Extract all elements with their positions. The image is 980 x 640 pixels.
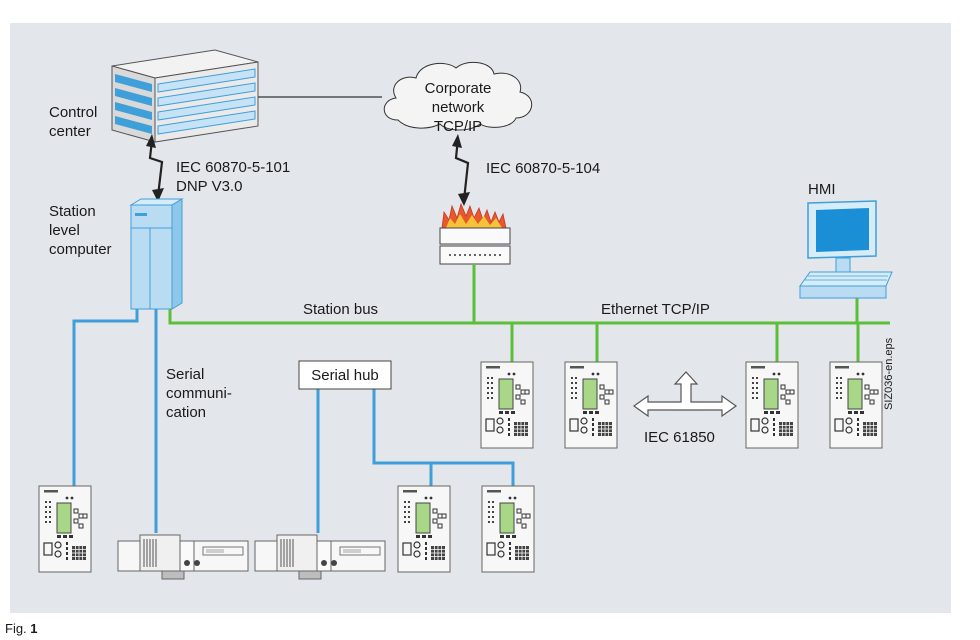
figure-caption-number: 1 [30,621,38,636]
station-bus-label: Station bus [303,301,379,318]
keyboard-icon [799,271,893,299]
iec-104-label: IEC 60870-5-104 [486,160,601,177]
corporate-network-label: Corporate network TCP/IP [424,80,492,135]
comm-link-left [146,134,164,202]
building-icon [111,49,259,143]
comm-link-right [452,134,470,206]
serial-communication-label: Serial communi- cation [166,366,232,421]
computer-tower-icon [129,198,184,310]
iec-61850-label: IEC 61850 [644,429,715,446]
station-bus [168,264,890,362]
hmi-label: HMI [808,181,836,198]
side-code-label: SIZ036-en.eps [883,337,895,410]
serial-lines [72,309,515,533]
figure-caption-prefix: Fig. [5,621,27,636]
station-level-computer-label: Station level computer [49,203,112,258]
serial-hub-label: Serial hub [311,367,379,384]
double-arrow-icon [632,371,738,418]
iec-101-label: IEC 60870-5-101 DNP V3.0 [176,159,291,195]
cloud-icon [383,61,532,131]
figure-caption: Fig. 1 [5,621,38,637]
monitor-icon [807,200,877,273]
serial-hub-box [298,360,392,390]
ethernet-label: Ethernet TCP/IP [601,301,710,318]
control-center-label: Control center [49,104,98,140]
